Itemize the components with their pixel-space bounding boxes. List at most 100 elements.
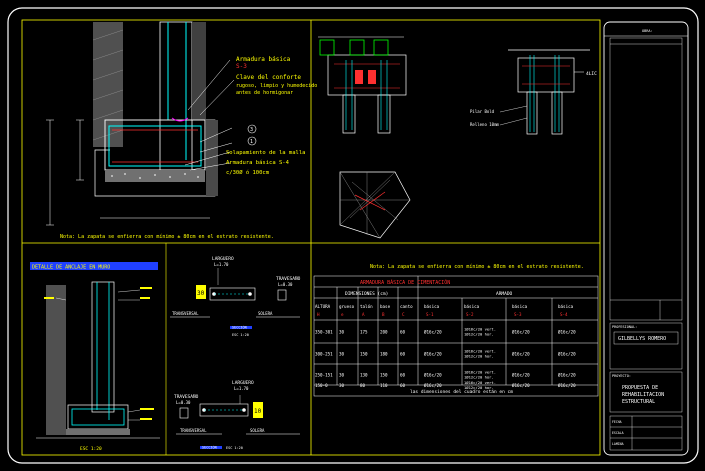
table-cell: 130 (360, 373, 368, 378)
table-cell: 1Ø12c/20 hor. (464, 385, 494, 390)
tb-proj-line2: REHABILITACION (622, 392, 664, 398)
table-col-header: básica (464, 304, 480, 309)
table-cell: 150 (380, 373, 388, 378)
table-footer: las dimensiones del cuadro están en cm (410, 388, 513, 395)
table-cell: Ø16c/20 (512, 330, 530, 335)
table-col-header: canto (400, 304, 413, 309)
table-col-header: básica (512, 304, 528, 309)
tb-proj-line3: ESTRUCTURAL (622, 399, 655, 405)
tb-row-escala: ESCALA (612, 431, 624, 435)
tb-proj-line1: PROPUESTA DE (622, 385, 658, 391)
table-col-header: base (380, 304, 391, 309)
tb-row-fecha: FECHA (612, 420, 622, 424)
table-cell: 30 (339, 373, 345, 378)
table-col-header: talón (360, 304, 373, 309)
marker-1-text: 1 (250, 139, 253, 145)
table-cell: Ø16c/20 (424, 383, 442, 388)
dim-right-elevation: 4LIC (586, 71, 597, 77)
marker-1 (247, 136, 257, 146)
table-col-sub: e (341, 312, 344, 317)
label-spacing: c/30Ø ó 100cm (226, 169, 270, 176)
table-col-sub: S-4 (560, 312, 568, 317)
tb-row-lamina: LAMINA (612, 442, 624, 446)
label-pilar: Pilar Bold (470, 109, 495, 114)
drawing-frame (7, 7, 699, 464)
detail-b-left: TRANSVERSAL (180, 428, 207, 433)
table-cell: 60 (400, 383, 406, 388)
table-cell: 1Ø12c/20 hor. (464, 332, 494, 337)
table-cell: 110 (380, 383, 388, 388)
table-cell: 150 (360, 352, 368, 357)
table-cell: 30 (339, 330, 345, 335)
detail-b-side-title: TRAVESAÑO (174, 393, 199, 400)
table-cell: 175 (360, 330, 368, 335)
note-section1: Nota: La zapata se enfierra con mínimo ±… (60, 233, 274, 240)
detail-a-dim: 30 (197, 290, 205, 297)
triangle-plan (339, 171, 411, 239)
section-footing-detail: Armadura básica S-3 Clave del conforte r… (46, 21, 317, 240)
section-elevations: 4LIC Pilar Bold Relleno 10mm (318, 36, 597, 239)
table-cell: 1Ø16c/20 vert. (464, 370, 496, 375)
table-col-header: ALTURA (315, 304, 331, 309)
table-cell: 80 (360, 383, 366, 388)
table-dims-header: DIMENSIONES (cm) (345, 291, 388, 297)
section-rebar-details: LARGUERO L=1.70 30 TRANSVERSAL SOLERA TR… (170, 256, 301, 450)
title-wall-anchor: DETALLE DE ANCLAJE EN MURO (32, 265, 110, 271)
table-cell: 60 (400, 373, 406, 378)
title-block: OBRA: PROFESIONAL: GILBELLYS ROMERO PROY… (603, 21, 689, 456)
scale-b: ESC 1:20 (226, 446, 243, 450)
table-cell: 200 (380, 330, 388, 335)
table-cell: 30 (339, 352, 345, 357)
label-rugoso: rugoso, limpio y humedecido (236, 83, 317, 89)
table-cell: Ø16c/20 (558, 352, 576, 357)
table-cell: Ø16c/20 (512, 352, 530, 357)
table-col-sub: A (362, 312, 365, 317)
table-col-header: básica (558, 304, 574, 309)
tb-label-prof: PROFESIONAL: (612, 325, 637, 329)
table-cell: 30 (339, 383, 345, 388)
table-cell: Ø16c/20 (512, 373, 530, 378)
table-col-sub: S-1 (426, 312, 434, 317)
label-armadura-basica: Armadura básica (236, 56, 291, 63)
table-cell: Ø16c/20 (558, 373, 576, 378)
label-s3: S-3 (236, 63, 247, 70)
section-b-label: SECCIÓN (202, 445, 217, 450)
table-armado-header: ARMADO (496, 291, 513, 297)
table-cell: Ø16c/20 (558, 330, 576, 335)
table-col-header: grueso (339, 304, 355, 309)
section-foundation-table: Nota: La zapata se enfierra con mínimo ±… (313, 263, 599, 397)
table-cell: 1Ø16c/20 vert. (464, 349, 496, 354)
table-col-sub: B (382, 312, 385, 317)
detail-b-spec: L=1.70 (234, 386, 249, 391)
label-relleno: Relleno 10mm (470, 122, 499, 127)
detail-a-left: TRANSVERSAL (172, 311, 199, 316)
detail-a-side-title: TRAVESAÑO (276, 275, 301, 282)
table-cell: 1Ø12c/20 hor. (464, 375, 494, 380)
table-cell: 350-301 (315, 330, 333, 335)
table-col-sub: S-2 (466, 312, 474, 317)
table-col-sub: C (402, 312, 405, 317)
table-cell: Ø16c/20 (424, 373, 442, 378)
detail-a-title: LARGUERO (212, 256, 234, 262)
marker-3-text: 3 (250, 127, 253, 133)
detail-b-side-spec: L=0.30 (176, 400, 191, 405)
table-col-sub: S-3 (514, 312, 522, 317)
table-cell: 1Ø16c/20 vert. (464, 380, 496, 385)
table-cell: Ø16c/20 (558, 383, 576, 388)
tb-name: GILBELLYS ROMERO (618, 336, 666, 342)
table-cell: Ø16c/20 (424, 330, 442, 335)
table-cell: 150-0 (315, 383, 328, 388)
table-col-sub: H (317, 312, 320, 317)
scale-wall-anchor: ESC 1:20 (80, 446, 102, 452)
detail-b-title: LARGUERO (232, 380, 254, 386)
table-cell: 250-151 (315, 373, 333, 378)
table-cell: 1Ø16c/20 vert. (464, 327, 496, 332)
table-col-header: básica (424, 304, 440, 309)
table-cell: 180 (380, 352, 388, 357)
table-cell: Ø16c/20 (512, 383, 530, 388)
table-cell: Ø16c/20 (424, 352, 442, 357)
table-cell: 1Ø12c/20 hor. (464, 354, 494, 359)
